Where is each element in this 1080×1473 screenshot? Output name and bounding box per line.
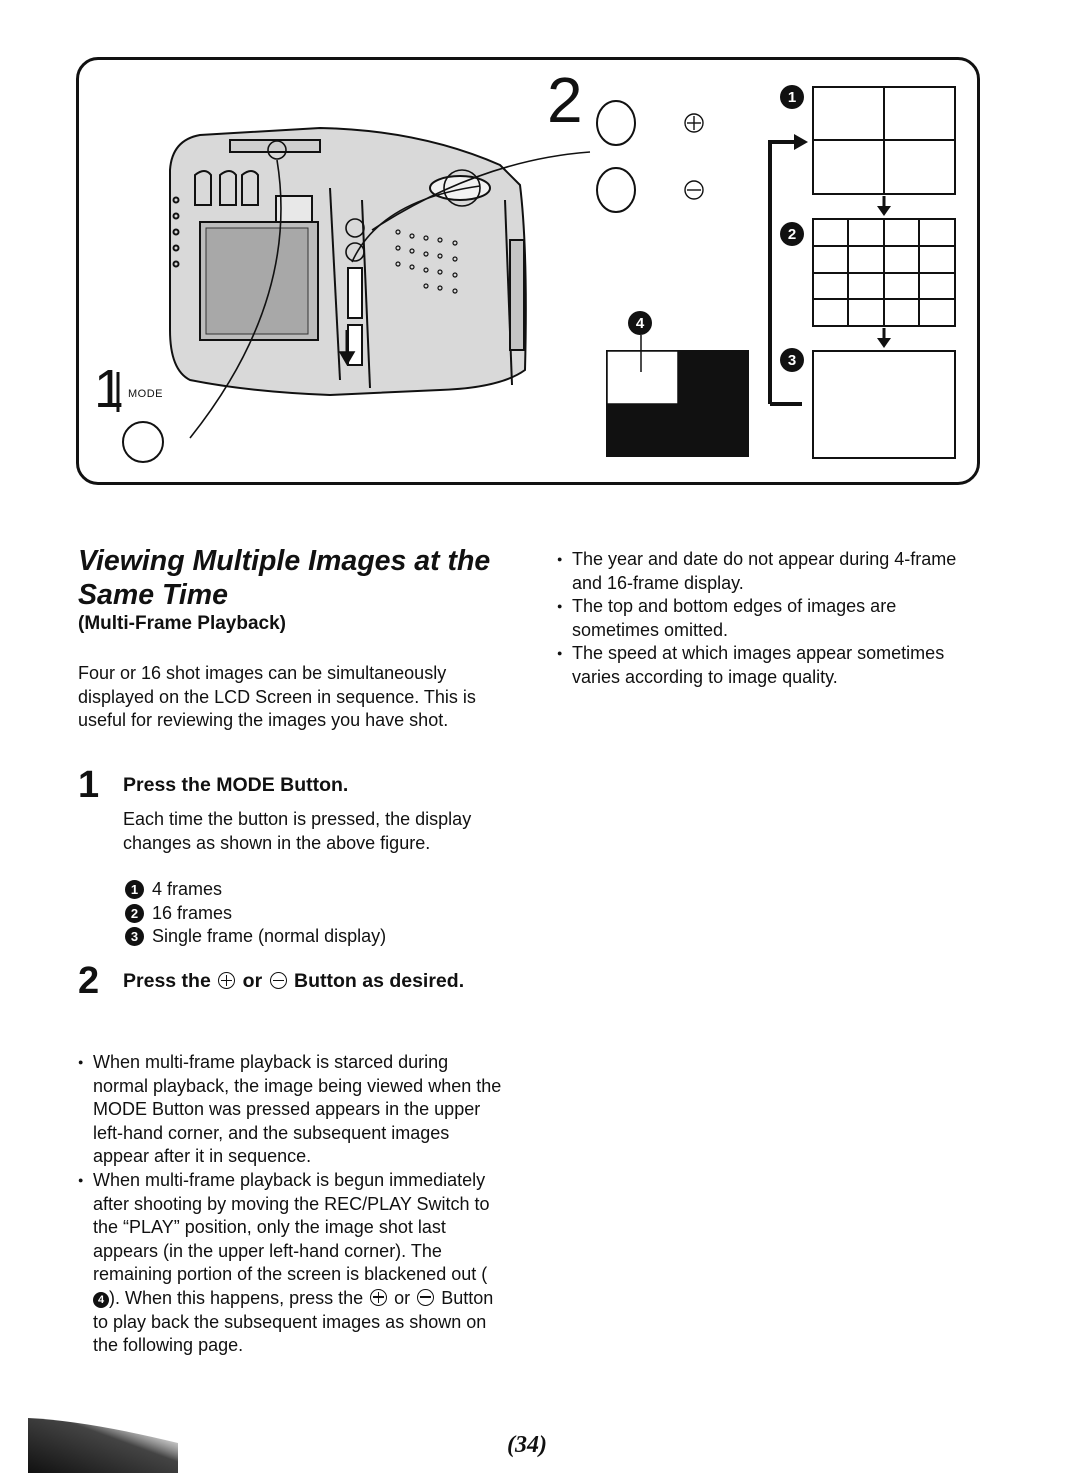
svg-text:4: 4 (636, 315, 645, 332)
marker-4-icon: 4 (93, 1291, 109, 1308)
list-item-text: 4 frames (152, 879, 223, 899)
step-2-number: 2 (78, 960, 100, 1002)
list-item: When multi-frame playback is starced dur… (78, 1051, 503, 1169)
step-1-description: Each time the button is pressed, the dis… (123, 809, 472, 853)
page-subtitle: (Multi-Frame Playback) (78, 613, 286, 634)
list-item-text: 16 frames (152, 902, 233, 923)
plus-button-icon (218, 972, 236, 989)
svg-text:3: 3 (788, 352, 796, 369)
list-item: 1 4 frames (125, 878, 386, 902)
camera-illustration: 1 2 3 4 (116, 85, 956, 463)
page-number: (34) (507, 1432, 547, 1458)
list-item: The year and date do not appear during 4… (557, 548, 977, 595)
marker-1-icon: 1 (780, 85, 804, 109)
list-item: The top and bottom edges of images are s… (557, 595, 977, 642)
list-item: When multi-frame playback is begun immed… (78, 1169, 503, 1358)
plus-button-icon (370, 1288, 388, 1306)
notes-left: When multi-frame playback is starced dur… (78, 1051, 503, 1358)
figure-step-2-number: 2 (547, 64, 583, 136)
svg-text:1: 1 (788, 89, 796, 106)
marker-2-icon: 2 (780, 222, 804, 246)
step-1-heading: Press the MODE Button. (123, 774, 349, 796)
marker-2-icon: 2 (125, 903, 144, 923)
notes-right: The year and date do not appear during 4… (557, 548, 977, 690)
step-2-heading: Press the or Button as desired. (123, 970, 465, 992)
marker-3-icon: 3 (125, 927, 144, 947)
marker-1-icon: 1 (125, 880, 144, 900)
marker-4-icon: 4 (628, 311, 652, 335)
list-item: 2 16 frames (125, 902, 386, 926)
list-item: 3 Single frame (normal display) (125, 925, 386, 949)
mode-label: MODE (128, 388, 163, 400)
step-1-number: 1 (78, 764, 100, 806)
page-title: Viewing Multiple Images at the Same Time (78, 545, 491, 611)
intro-paragraph: Four or 16 shot images can be simultaneo… (78, 663, 476, 731)
figure-step-1-number: 1 (94, 359, 125, 419)
display-mode-list: 1 4 frames 2 16 frames 3 Single frame (n… (125, 878, 386, 949)
illustration-frame (76, 57, 980, 485)
list-item-text: Single frame (normal display) (152, 926, 387, 947)
list-item: The speed at which images appear sometim… (557, 642, 977, 689)
minus-button-icon (269, 972, 287, 989)
marker-3-icon: 3 (780, 348, 804, 372)
minus-button-icon (417, 1288, 435, 1306)
scan-shadow (28, 1418, 178, 1473)
svg-text:2: 2 (788, 226, 796, 243)
